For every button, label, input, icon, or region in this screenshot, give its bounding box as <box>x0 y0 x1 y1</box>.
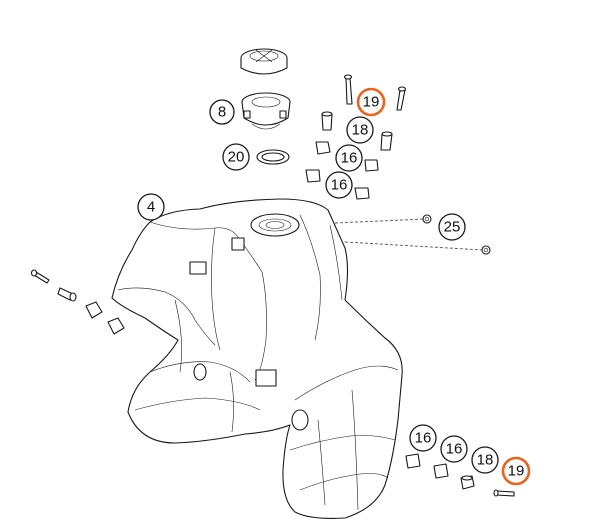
bushing-bottom-2 <box>433 463 449 479</box>
screw-top-right <box>396 86 407 111</box>
screw-side-upper <box>422 214 432 224</box>
callout-circle <box>409 424 437 452</box>
callout-16-d: 16 <box>440 435 468 463</box>
callout-number: 16 <box>341 150 358 167</box>
callout-8: 8 <box>209 99 235 125</box>
callout-circle <box>438 213 466 241</box>
callout-circle <box>137 193 165 221</box>
callout-16-c: 16 <box>409 424 437 452</box>
callout-circle-highlighted <box>356 87 386 117</box>
callout-16-a: 16 <box>335 144 363 172</box>
bushing-top-2 <box>364 159 379 172</box>
callout-circle <box>222 143 250 171</box>
callout-4: 4 <box>137 193 165 221</box>
callout-18-top: 18 <box>346 116 374 144</box>
callout-number: 4 <box>147 199 155 216</box>
o-ring <box>256 149 290 165</box>
leader-line-lower <box>344 241 484 251</box>
bushing-left-1 <box>85 301 103 319</box>
filler-flange <box>241 92 291 130</box>
callout-18-bottom: 18 <box>471 446 499 474</box>
callout-25: 25 <box>438 213 466 241</box>
bolt-left <box>30 269 50 284</box>
callout-number: 16 <box>331 177 348 194</box>
callout-number: 25 <box>444 219 461 236</box>
sleeve-top-left <box>321 111 333 131</box>
bushing-top-1 <box>315 141 331 155</box>
callout-circle <box>209 99 235 125</box>
callout-number: 16 <box>446 441 463 458</box>
bushing-left-2 <box>107 317 125 335</box>
callout-number: 20 <box>228 149 245 166</box>
screw-top-left <box>343 74 353 105</box>
callout-circle <box>325 171 353 199</box>
sleeve-bottom <box>460 475 475 490</box>
callout-number: 19 <box>508 463 525 480</box>
callout-number: 19 <box>363 94 380 111</box>
bushing-top-3 <box>305 169 321 183</box>
callout-20: 20 <box>222 143 250 171</box>
callout-19-top: 19 <box>356 87 386 117</box>
leader-line-upper <box>334 218 426 224</box>
fuel-cap <box>240 48 288 75</box>
sleeve-top-right <box>380 131 393 151</box>
callout-19-bottom: 19 <box>501 456 531 486</box>
callout-number: 16 <box>415 430 432 447</box>
screw-bottom <box>493 489 515 497</box>
screw-side-lower <box>481 245 491 255</box>
callout-number: 18 <box>352 122 369 139</box>
sleeve-left <box>57 287 77 302</box>
callout-number: 18 <box>477 452 494 469</box>
callout-circle <box>346 116 374 144</box>
callout-circle <box>440 435 468 463</box>
callout-circle <box>335 144 363 172</box>
bushing-bottom-1 <box>405 453 421 469</box>
callout-16-b: 16 <box>325 171 353 199</box>
callout-circle <box>471 446 499 474</box>
callout-number: 8 <box>218 104 226 121</box>
fuel-tank <box>111 198 403 519</box>
bushing-top-4 <box>354 187 370 200</box>
callout-circle-highlighted <box>501 456 531 486</box>
